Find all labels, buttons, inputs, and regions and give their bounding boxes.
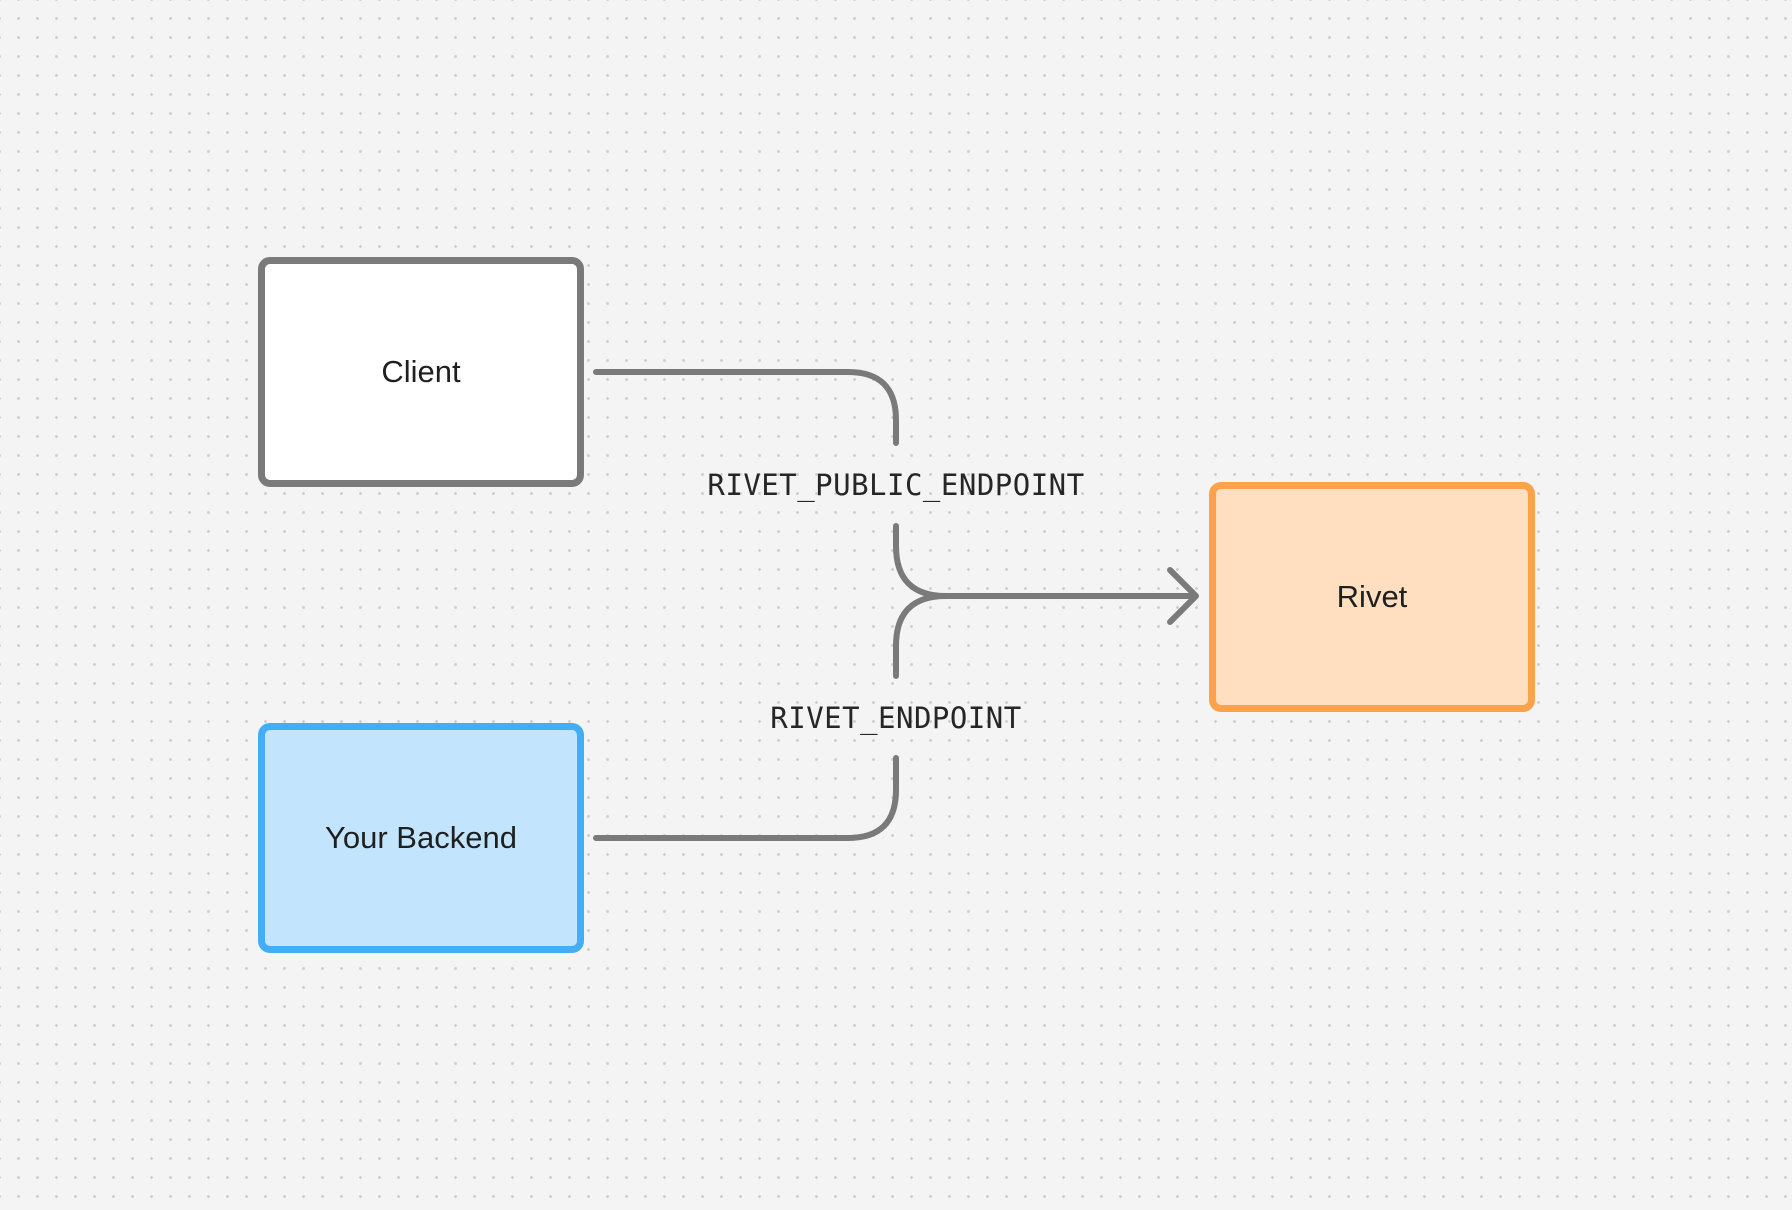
node-client[interactable]: Client [258, 257, 584, 487]
edge-label-public-endpoint[interactable]: RIVET_PUBLIC_ENDPOINT [707, 468, 1085, 502]
node-your-backend-label: Your Backend [325, 820, 517, 855]
edge-label-endpoint[interactable]: RIVET_ENDPOINT [770, 701, 1022, 735]
edge-backend-lower[interactable] [593, 755, 899, 841]
edge-client-lower[interactable] [893, 523, 949, 599]
node-client-label: Client [381, 354, 461, 389]
edge-backend-upper[interactable] [893, 593, 949, 679]
arrowhead-icon [1167, 567, 1199, 625]
node-rivet[interactable]: Rivet [1209, 482, 1535, 712]
node-rivet-label: Rivet [1336, 579, 1408, 614]
edge-client-upper[interactable] [593, 369, 899, 446]
node-your-backend[interactable]: Your Backend [258, 723, 584, 953]
